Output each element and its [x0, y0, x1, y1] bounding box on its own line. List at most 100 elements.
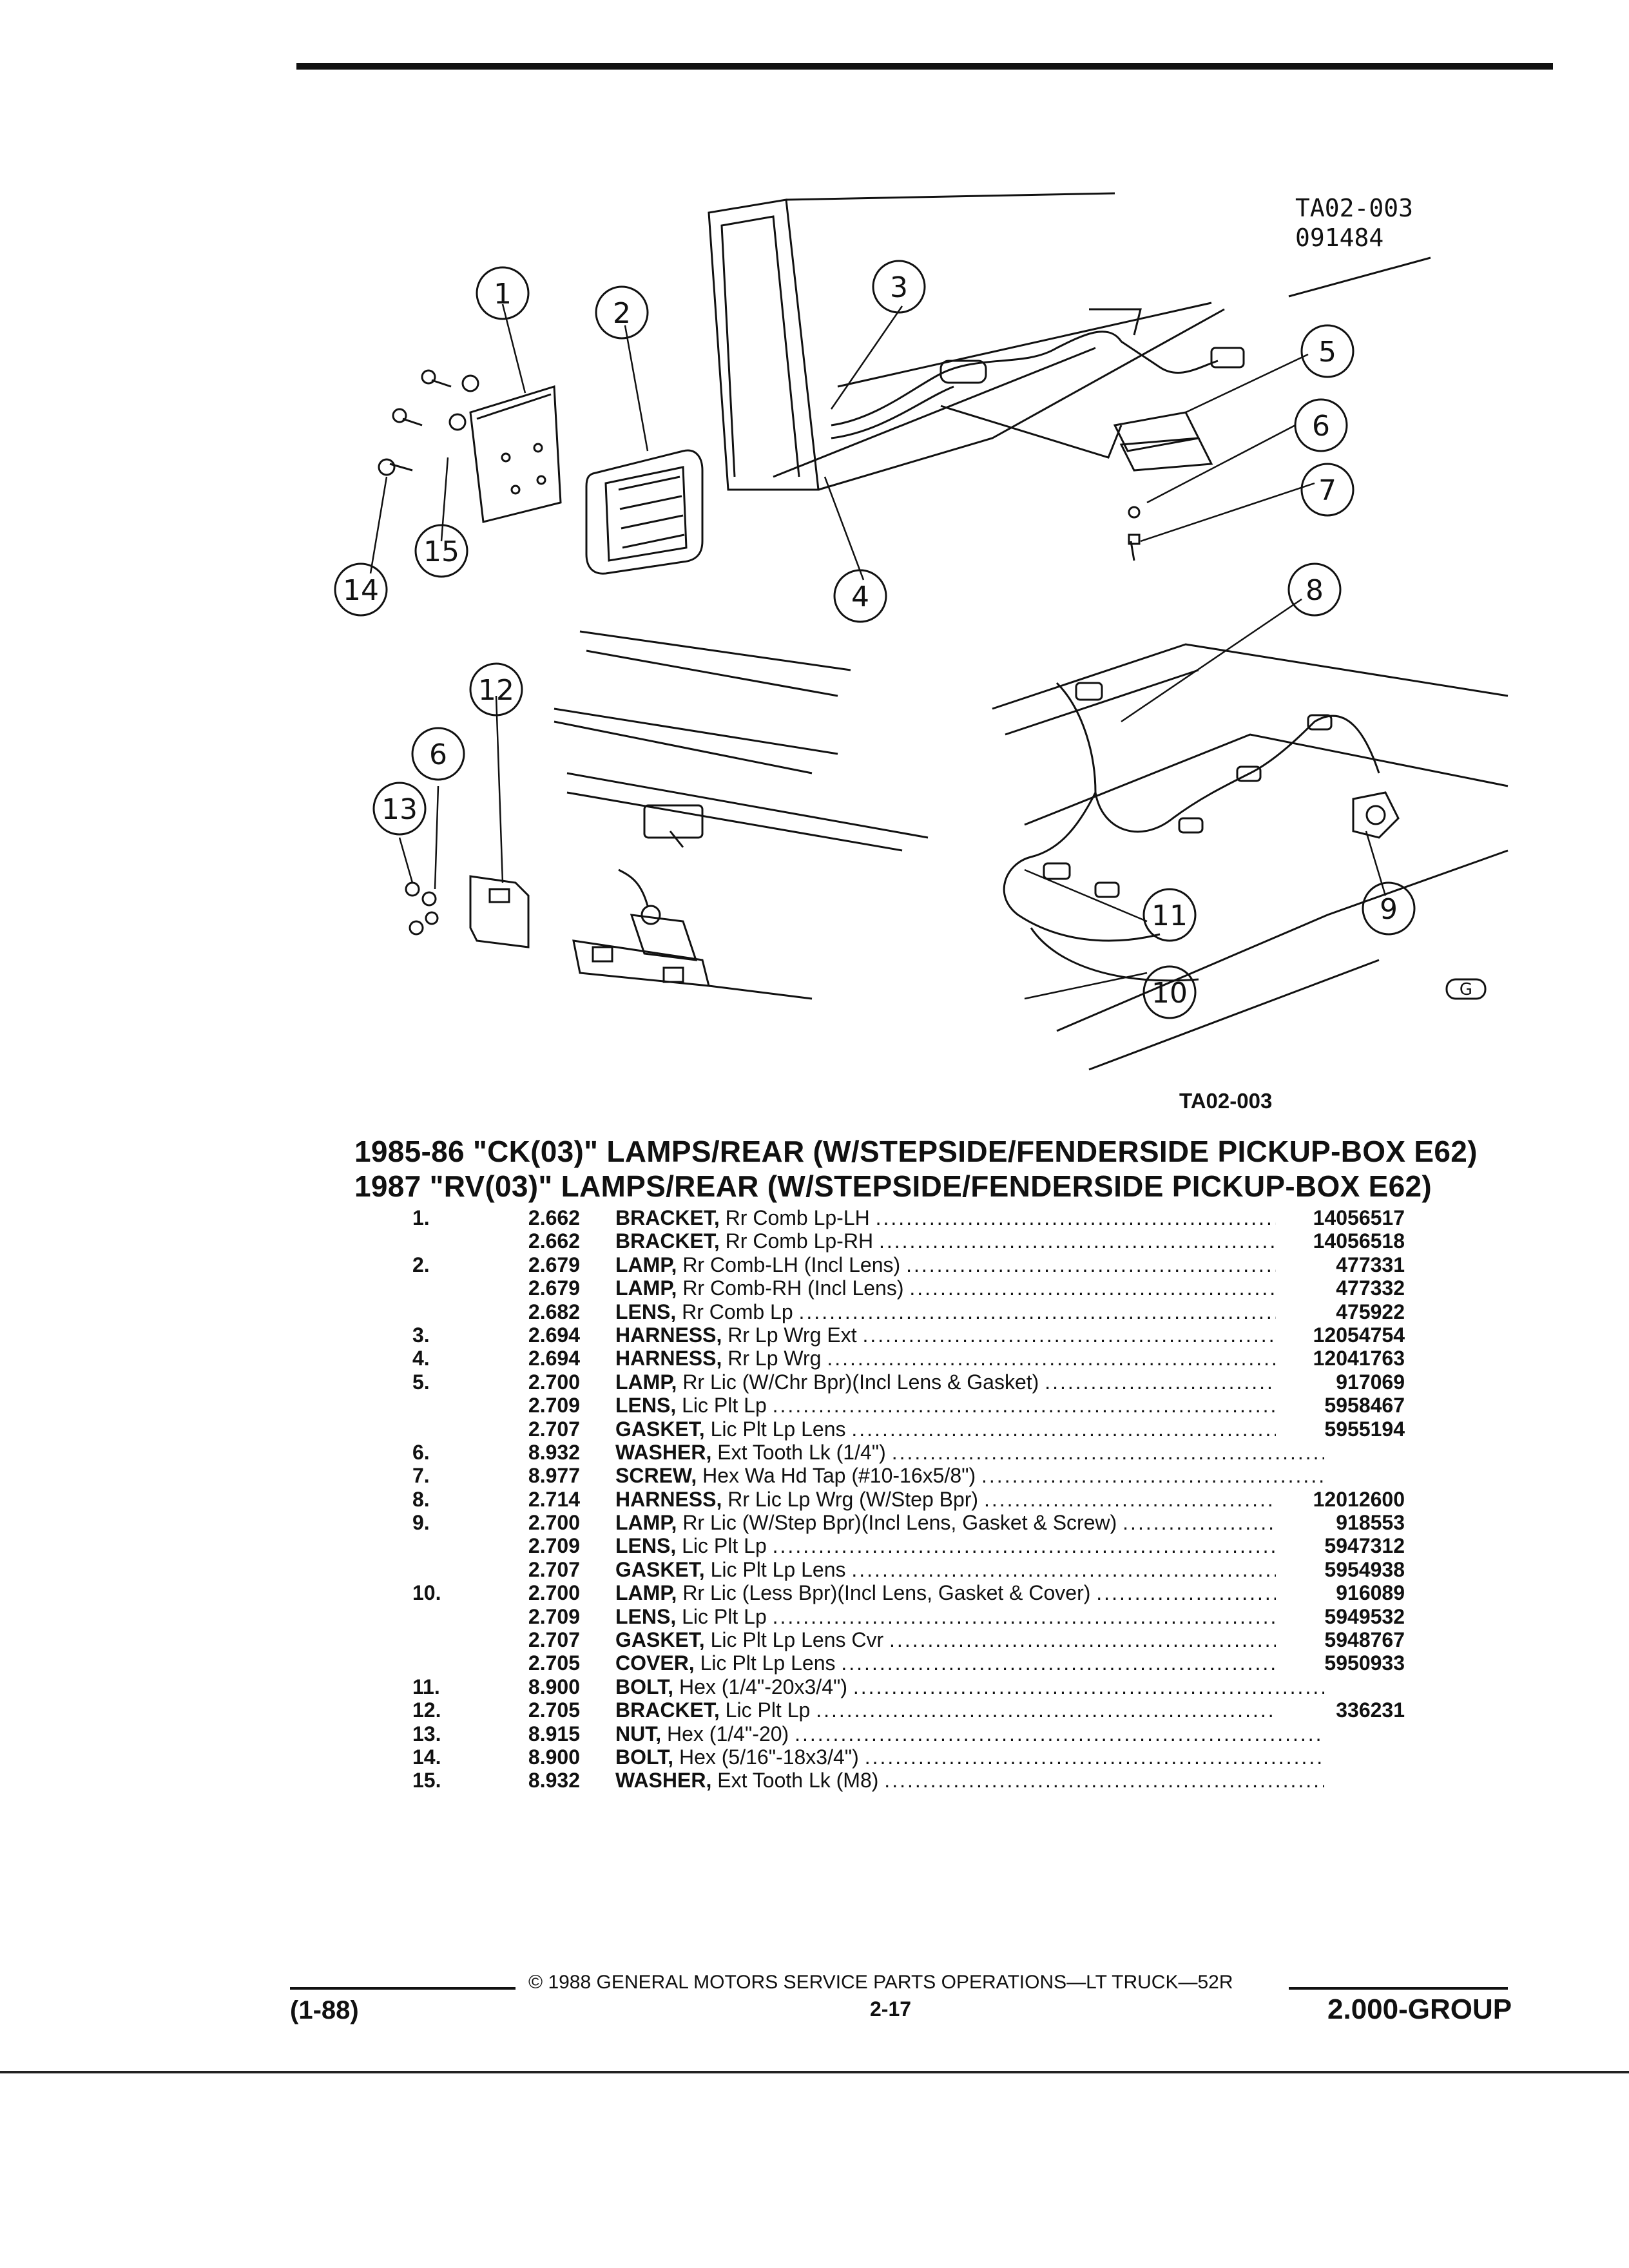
part-description: LENS, Rr Comb Lp .......................… — [615, 1300, 1324, 1323]
part-group: 2.714 — [528, 1487, 580, 1511]
part-ref: 11. — [412, 1675, 440, 1698]
part-row: 1. 2.662 BRACKET, Rr Comb Lp-LH ..........… — [361, 1206, 1405, 1229]
part-description: BOLT, Hex (1/4"-20x3/4") ...............… — [615, 1675, 1324, 1698]
part-detail: Rr Comb Lp-RH — [725, 1229, 874, 1253]
part-number: 12041763 — [1276, 1347, 1405, 1370]
part-detail: Ext Tooth Lk (1/4") — [717, 1440, 886, 1464]
leader-dots: ........................................… — [884, 1769, 1324, 1792]
part-row: 2.709 LENS, Lic Plt Lp ..................… — [361, 1394, 1405, 1418]
part-ref: 1. — [412, 1206, 430, 1229]
part-group: 8.977 — [528, 1464, 580, 1488]
part-group: 2.662 — [528, 1206, 580, 1229]
callout-9: 9 — [1380, 893, 1398, 926]
part-number: 918553 — [1276, 1511, 1405, 1535]
part-detail: Ext Tooth Lk (M8) — [717, 1769, 879, 1792]
part-detail: Rr Comb-RH (Incl Lens) — [682, 1276, 904, 1300]
part-name: NUT, — [615, 1722, 662, 1745]
part-group: 2.682 — [528, 1300, 580, 1323]
part-ref: 15. — [412, 1769, 441, 1792]
leader-dots: ........................................… — [816, 1698, 1324, 1722]
part-group: 2.705 — [528, 1698, 580, 1722]
part-description: BRACKET, Lic Plt Lp ....................… — [615, 1698, 1324, 1722]
part-detail: Lic Plt Lp Lens — [710, 1557, 846, 1581]
part-group: 8.900 — [528, 1675, 580, 1698]
part-number: 477332 — [1276, 1276, 1405, 1300]
callout-circles — [334, 260, 1416, 1019]
part-detail: Rr Comb Lp-LH — [725, 1206, 870, 1229]
footer-rule-left — [290, 1987, 516, 1990]
part-ref: 6. — [412, 1440, 430, 1464]
part-description: HARNESS, Rr Lic Lp Wrg (W/Step Bpr) ....… — [615, 1488, 1324, 1511]
part-number: 5958467 — [1276, 1394, 1405, 1418]
comb-lamp-bracket — [378, 369, 562, 523]
bumper-lines — [554, 630, 929, 852]
diagram-id-block: TA02-003 091484 — [1295, 193, 1413, 253]
part-description: SCREW, Hex Wa Hd Tap (#10-16x5/8") .....… — [615, 1464, 1324, 1487]
truck-box-upright — [708, 192, 1431, 491]
part-description: BRACKET, Rr Comb Lp-RH .................… — [615, 1229, 1324, 1253]
part-description: COVER, Lic Plt Lp Lens .................… — [615, 1651, 1324, 1675]
part-name: LENS, — [615, 1300, 677, 1323]
license-lamp-upper — [1113, 411, 1213, 561]
part-group: 2.662 — [528, 1229, 580, 1253]
leader-dots: ........................................… — [862, 1323, 1324, 1347]
part-detail: Lic Plt Lp Lens — [700, 1651, 836, 1675]
part-description: GASKET, Lic Plt Lp Lens ................… — [615, 1558, 1324, 1581]
part-description: LENS, Lic Plt Lp .......................… — [615, 1394, 1324, 1417]
bottom-rule — [0, 2071, 1629, 2073]
part-detail: Lic Plt Lp Lens Cvr — [710, 1628, 884, 1652]
part-ref: 10. — [412, 1581, 441, 1605]
part-name: BRACKET, — [615, 1698, 720, 1722]
step-bumper-assembly — [992, 643, 1509, 1071]
part-group: 2.707 — [528, 1557, 580, 1581]
diagram-code: TA02-003 — [1295, 194, 1414, 222]
part-name: LAMP, — [615, 1253, 677, 1276]
part-number: 336231 — [1276, 1698, 1405, 1722]
part-detail: Lic Plt Lp Lens — [710, 1417, 846, 1441]
part-number: 14056518 — [1276, 1229, 1405, 1253]
part-name: HARNESS, — [615, 1347, 722, 1370]
part-ref: 14. — [412, 1745, 441, 1769]
part-group: 8.932 — [528, 1769, 580, 1792]
leader-dots: ........................................… — [795, 1722, 1324, 1745]
part-number: 5955194 — [1276, 1417, 1405, 1441]
part-number: 5948767 — [1276, 1628, 1405, 1652]
part-name: LAMP, — [615, 1511, 677, 1535]
footer-rule-right — [1289, 1987, 1508, 1990]
part-description: HARNESS, Rr Lp Wrg Ext .................… — [615, 1323, 1324, 1347]
part-ref: 2. — [412, 1253, 430, 1276]
part-number: 14056517 — [1276, 1206, 1405, 1229]
license-bracket — [405, 875, 530, 948]
part-detail: Lic Plt Lp — [682, 1604, 767, 1628]
part-description: GASKET, Lic Plt Lp Lens ................… — [615, 1418, 1324, 1441]
part-number: 5947312 — [1276, 1534, 1405, 1558]
exploded-parts-diagram: 1 2 3 4 5 6 7 8 9 10 11 12 13 14 15 6 G — [334, 192, 1509, 1071]
part-group: 2.709 — [528, 1394, 580, 1418]
part-detail: Rr Lic (W/Chr Bpr)(Incl Lens & Gasket) — [682, 1370, 1039, 1394]
copyright-line: © 1988 GENERAL MOTORS SERVICE PARTS OPER… — [528, 1972, 1233, 1993]
group-number: 2.000-GROUP — [1327, 1994, 1512, 2025]
part-description: LAMP, Rr Comb-RH (Incl Lens) ...........… — [615, 1276, 1324, 1300]
part-ref: 12. — [412, 1698, 441, 1722]
part-name: GASKET, — [615, 1628, 705, 1652]
part-detail: Hex (1/4"-20x3/4") — [679, 1675, 847, 1698]
part-description: LAMP, Rr Lic (Less Bpr)(Incl Lens, Gaske… — [615, 1581, 1324, 1604]
part-number: 5954938 — [1276, 1557, 1405, 1581]
part-description: WASHER, Ext Tooth Lk (M8) ..............… — [615, 1769, 1324, 1792]
part-name: GASKET, — [615, 1417, 705, 1441]
callout-6b: 6 — [429, 738, 447, 771]
part-name: LAMP, — [615, 1581, 677, 1605]
callout-2: 2 — [613, 297, 631, 330]
part-description: BRACKET, Rr Comb Lp-LH .................… — [615, 1206, 1324, 1229]
part-name: BOLT, — [615, 1745, 674, 1769]
leader-dots: ........................................… — [853, 1675, 1324, 1698]
